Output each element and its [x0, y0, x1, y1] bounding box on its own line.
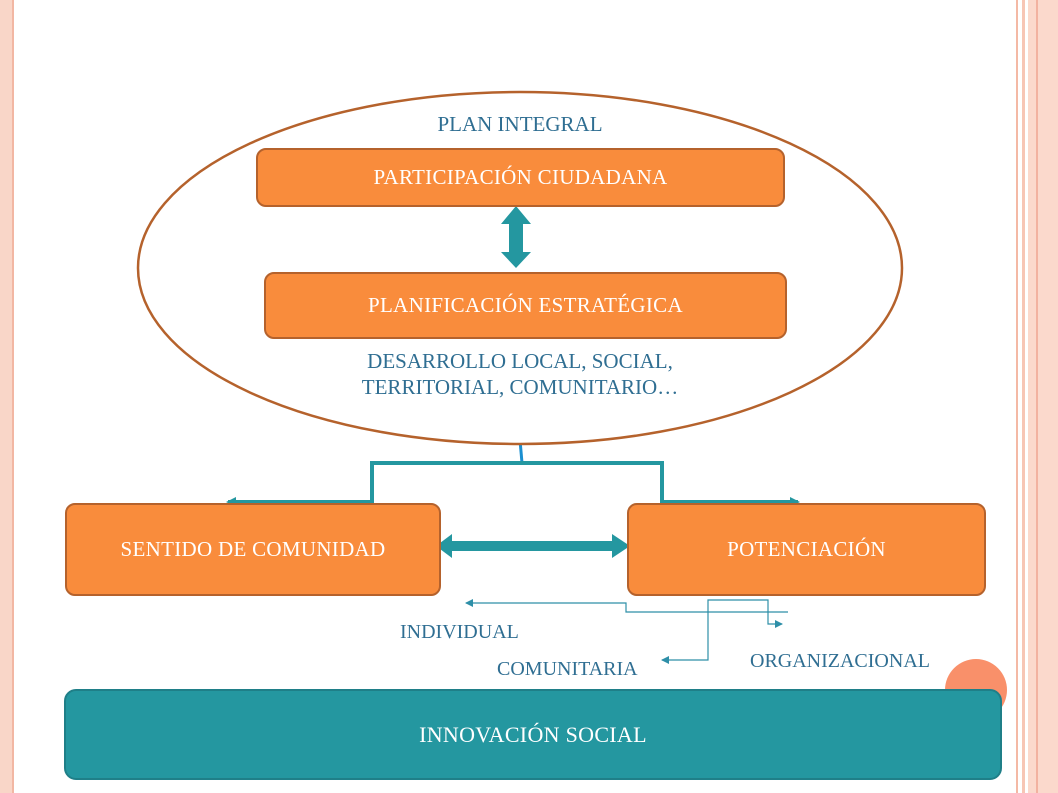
- desarrollo-caption-line2: TERRITORIAL, COMUNITARIO…: [361, 375, 679, 399]
- planificacion-estrategica-label: PLANIFICACIÓN ESTRATÉGICA: [368, 293, 683, 317]
- potenciacion-label: POTENCIACIÓN: [727, 537, 886, 561]
- level-organizacional: ORGANIZACIONAL: [750, 650, 930, 672]
- connector-organizacional: [735, 599, 783, 628]
- innovacion-social-box: INNOVACIÓN SOCIAL: [64, 689, 1002, 780]
- branch-connector-right: [520, 461, 800, 507]
- left-border-band: [0, 0, 12, 793]
- participacion-ciudadana-box: PARTICIPACIÓN CIUDADANA: [256, 148, 785, 207]
- desarrollo-caption-line1: DESARROLLO LOCAL, SOCIAL,: [367, 349, 673, 373]
- planificacion-estrategica-box: PLANIFICACIÓN ESTRATÉGICA: [264, 272, 787, 339]
- level-individual: INDIVIDUAL: [400, 621, 519, 643]
- level-comunitaria: COMUNITARIA: [497, 658, 638, 680]
- connector-individual: [465, 599, 788, 613]
- right-border-line: [1016, 0, 1018, 793]
- branch-connector-left: [226, 461, 520, 507]
- sentido-de-comunidad-label: SENTIDO DE COMUNIDAD: [120, 537, 386, 561]
- participacion-ciudadana-label: PARTICIPACIÓN CIUDADANA: [373, 165, 668, 189]
- right-border-band: [1028, 0, 1058, 793]
- right-border-line: [1022, 0, 1025, 793]
- connector-comunitaria: [661, 599, 735, 664]
- plan-integral-title: PLAN INTEGRAL: [437, 112, 603, 136]
- innovacion-social-label: INNOVACIÓN SOCIAL: [419, 721, 647, 747]
- double-arrow-horizontal: [436, 534, 630, 558]
- double-arrow-vertical: [501, 206, 531, 268]
- potenciacion-box: POTENCIACIÓN: [627, 503, 986, 596]
- left-border-line: [12, 0, 14, 793]
- sentido-de-comunidad-box: SENTIDO DE COMUNIDAD: [65, 503, 441, 596]
- right-border-line: [1036, 0, 1038, 793]
